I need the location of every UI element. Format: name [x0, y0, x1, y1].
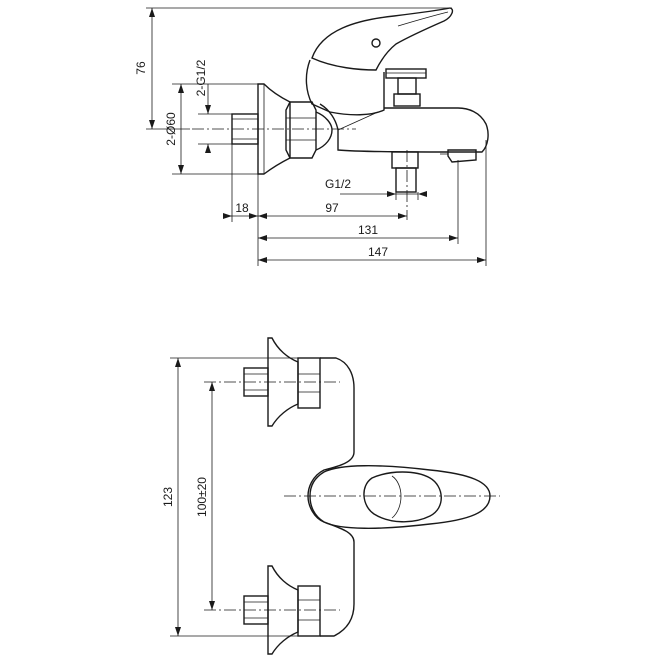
wall-flange [257, 83, 291, 175]
dim-100-pm-20: 100±20 [195, 477, 209, 517]
dim-76: 76 [134, 61, 148, 75]
top-hex-nut-1 [297, 357, 321, 409]
dim-147: 147 [368, 245, 388, 259]
lever-grip [363, 471, 442, 523]
top-view: 123 100±20 [161, 337, 500, 655]
dim-18: 18 [235, 201, 249, 215]
dim-2-dia-60: 2-Ø60 [164, 112, 178, 146]
top-flange-2 [267, 565, 299, 655]
spout-body [319, 103, 489, 153]
lever-screw [371, 38, 381, 48]
dim-123: 123 [161, 487, 175, 507]
shower-outlet [391, 151, 419, 169]
top-hex-nut-2 [297, 585, 321, 637]
side-view: 76 2-G1/2 2-Ø60 G1/2 18 97 [134, 7, 489, 266]
hex-nut [285, 101, 317, 159]
top-flange-1 [267, 337, 299, 427]
dim-97: 97 [325, 201, 339, 215]
dim-131: 131 [358, 223, 378, 237]
aerator [447, 149, 477, 163]
diverter-stem [397, 77, 417, 95]
dim-2-g1-2: 2-G1/2 [194, 59, 208, 96]
top-lever [309, 465, 491, 529]
eccentric-connector [315, 111, 333, 151]
lever-handle [311, 7, 454, 71]
diverter-knob [385, 68, 427, 79]
top-body [307, 357, 355, 637]
dim-g1-2: G1/2 [325, 177, 351, 191]
